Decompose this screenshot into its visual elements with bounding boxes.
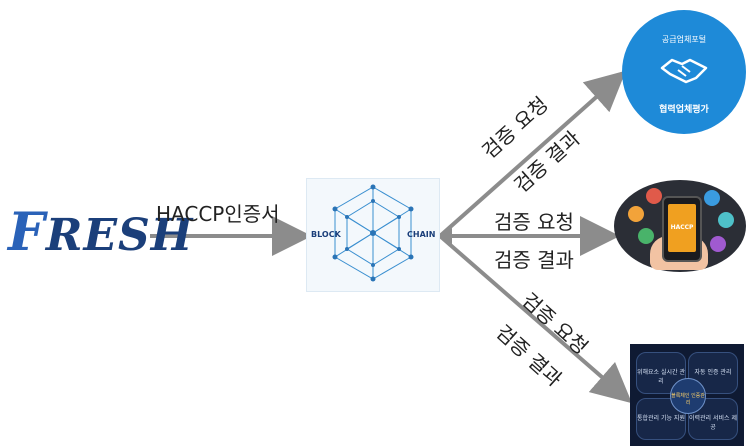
quad-label: 위해요소 실시간 관리 (637, 369, 685, 385)
phone-screen: HACCP (668, 204, 696, 252)
blockchain-node: BLOCK CHAIN (306, 178, 440, 292)
app-bubble-icon (638, 228, 654, 244)
quad-label: 통합관리 기능 지원 (637, 415, 685, 422)
return-arrowhead (440, 228, 452, 244)
arrow-to-supplier (438, 70, 626, 238)
quad-label: 이력관리 서비스 제공 (689, 415, 737, 431)
dashboard-core: 블록체인 인증관리 (670, 378, 706, 414)
app-bubble-icon (710, 236, 726, 252)
app-bubble-icon (628, 206, 644, 222)
phone-screen-text: HACCP (670, 224, 694, 231)
dashboard-panel: 위해요소 실시간 관리 자동 인증 관리 통합관리 기능 지원 이력관리 서비스… (630, 344, 744, 446)
haccp-label: HACCP인증서 (156, 202, 280, 226)
quad-label: 자동 인증 관리 (694, 369, 732, 376)
core-label: 블록체인 인증관리 (671, 393, 705, 406)
logo-rest: RESH (45, 210, 194, 261)
edge2-result: 검증 결과 (494, 248, 574, 272)
block-label: BLOCK (311, 230, 342, 239)
fresh-logo: FRESH (8, 202, 193, 263)
supplier-portal-circle: 공급업체포털 협력업체평가 (622, 10, 746, 134)
edge2-request: 검증 요청 (494, 210, 574, 234)
app-bubble-icon (718, 212, 734, 228)
supplier-eval-title: 협력업체평가 (659, 105, 709, 115)
logo-initial: F (8, 202, 46, 263)
phone-icon: HACCP (662, 196, 702, 262)
app-bubble-icon (704, 190, 720, 206)
blockchain-icon: BLOCK CHAIN (311, 184, 435, 282)
app-bubble-icon (646, 188, 662, 204)
handshake-icon (660, 58, 708, 84)
supplier-portal-title: 공급업체포털 (661, 35, 707, 44)
arrow-to-dashboard (438, 234, 633, 404)
chain-label: CHAIN (407, 230, 435, 239)
